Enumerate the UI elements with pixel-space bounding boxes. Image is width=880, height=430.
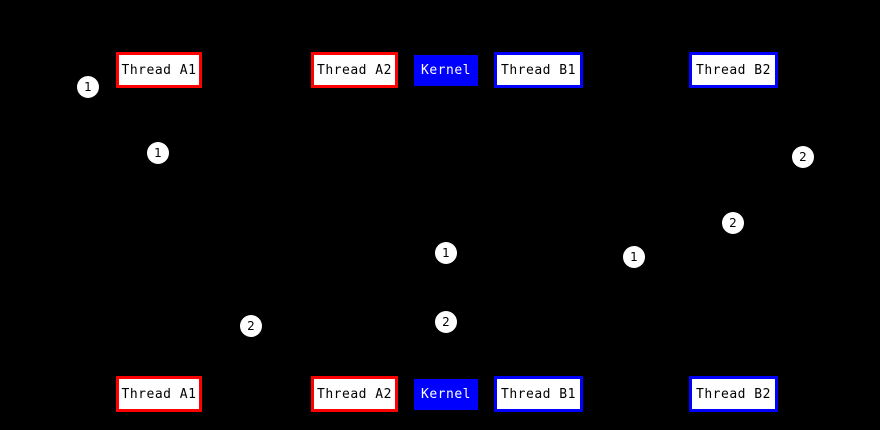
step-badge-2-thread-b2-top[interactable]: 2 [792,146,814,168]
node-label-thread-a1-top: Thread A1 [121,62,197,78]
step-badge-label: 1 [630,250,638,264]
node-kernel-top[interactable]: Kernel [414,55,478,86]
node-label-kernel-top: Kernel [421,63,471,78]
step-badge-label: 1 [84,80,92,94]
tick-thread-b1-top [538,88,539,93]
tick-thread-b1-bottom [538,371,539,376]
node-thread-b1-top[interactable]: Thread B1 [494,52,583,88]
node-label-thread-b2-bottom: Thread B2 [696,386,771,402]
lifeline-thread-a1 [159,88,160,376]
step-badge-2-thread-b2-mid[interactable]: 2 [722,212,744,234]
message-arrow-5 [251,319,451,327]
step-badge-1-left-top[interactable]: 1 [77,76,99,98]
node-label-thread-a2-top: Thread A2 [317,62,392,78]
message-arrow-1 [158,140,440,249]
step-badge-2-kernel-low[interactable]: 2 [435,311,457,333]
node-label-kernel-bottom: Kernel [421,387,471,402]
step-badge-1-thread-a1[interactable]: 1 [147,142,169,164]
step-badge-label: 1 [154,146,162,160]
step-badge-label: 2 [729,216,737,230]
lifeline-kernel [446,88,447,376]
step-badge-label: 1 [442,246,450,260]
step-badge-label: 2 [442,315,450,329]
tick-kernel-top [446,88,447,93]
node-label-thread-a2-bottom: Thread A2 [317,386,392,402]
lifeline-thread-b1 [538,88,539,376]
tick-thread-a1-bottom [159,371,160,376]
tick-thread-a1-top [159,88,160,93]
node-thread-b1-bottom[interactable]: Thread B1 [494,376,583,412]
step-badge-1-thread-b1-mid[interactable]: 1 [623,246,645,268]
node-label-thread-b1-top: Thread B1 [501,62,576,78]
node-thread-b2-top[interactable]: Thread B2 [689,52,778,88]
node-kernel-bottom[interactable]: Kernel [414,379,478,410]
step-badge-2-thread-a1-low[interactable]: 2 [240,315,262,337]
node-thread-a2-bottom[interactable]: Thread A2 [311,376,398,412]
message-arrow-4 [734,163,789,224]
node-thread-a2-top[interactable]: Thread A2 [311,52,398,88]
node-thread-a1-bottom[interactable]: Thread A1 [116,376,202,412]
step-badge-label: 2 [247,319,255,333]
lifeline-thread-a2 [354,88,355,376]
tick-thread-b2-bottom [734,371,735,376]
tick-thread-a2-top [354,88,355,93]
node-label-thread-b1-bottom: Thread B1 [501,386,576,402]
node-thread-a1-top[interactable]: Thread A1 [116,52,202,88]
tick-thread-b2-top [734,88,735,93]
tick-kernel-bottom [446,371,447,376]
node-label-thread-b2-top: Thread B2 [696,62,771,78]
step-badge-label: 2 [799,150,807,164]
node-thread-b2-bottom[interactable]: Thread B2 [689,376,778,412]
tick-thread-a2-bottom [354,371,355,376]
node-label-thread-a1-bottom: Thread A1 [121,386,197,402]
step-badge-1-kernel-mid[interactable]: 1 [435,242,457,264]
